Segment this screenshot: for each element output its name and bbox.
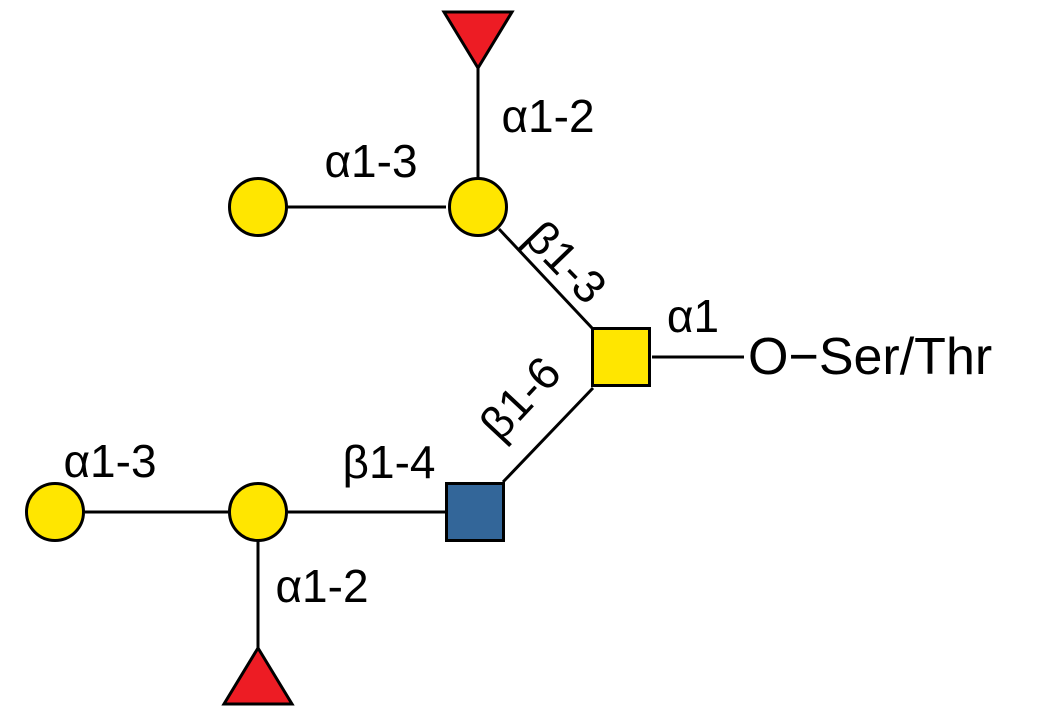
linkage-label-beta14: β1-4: [342, 436, 436, 488]
fucose-triangle-bottom-shape: [221, 645, 295, 706]
fucose-triangle-top-shape: [441, 10, 515, 71]
edge-core-to-branch: [501, 386, 595, 484]
glcnac-square-branch: [445, 482, 505, 542]
galactose-circle-top-left: [228, 177, 288, 237]
fucose-triangle-top: [441, 10, 515, 71]
galactose-circle-top-center: [448, 177, 508, 237]
fucose-triangle-bottom: [221, 645, 295, 706]
linkage-label-alpha13-top: α1-3: [324, 135, 418, 187]
galactose-circle-bottom-mid: [228, 482, 288, 542]
linkage-label-alpha12-top: α1-2: [501, 90, 595, 142]
galactose-circle-bottom-left: [25, 482, 85, 542]
anchor-ser-thr-text: O−Ser/Thr: [748, 328, 993, 386]
linkage-label-alpha13-bottom: α1-3: [63, 435, 157, 487]
galnac-square-core: [591, 327, 651, 387]
edge-gal-center-to-core: [497, 227, 594, 330]
linkage-label-alpha12-bottom: α1-2: [275, 560, 369, 612]
linkage-label-alpha1: α1: [666, 290, 720, 342]
